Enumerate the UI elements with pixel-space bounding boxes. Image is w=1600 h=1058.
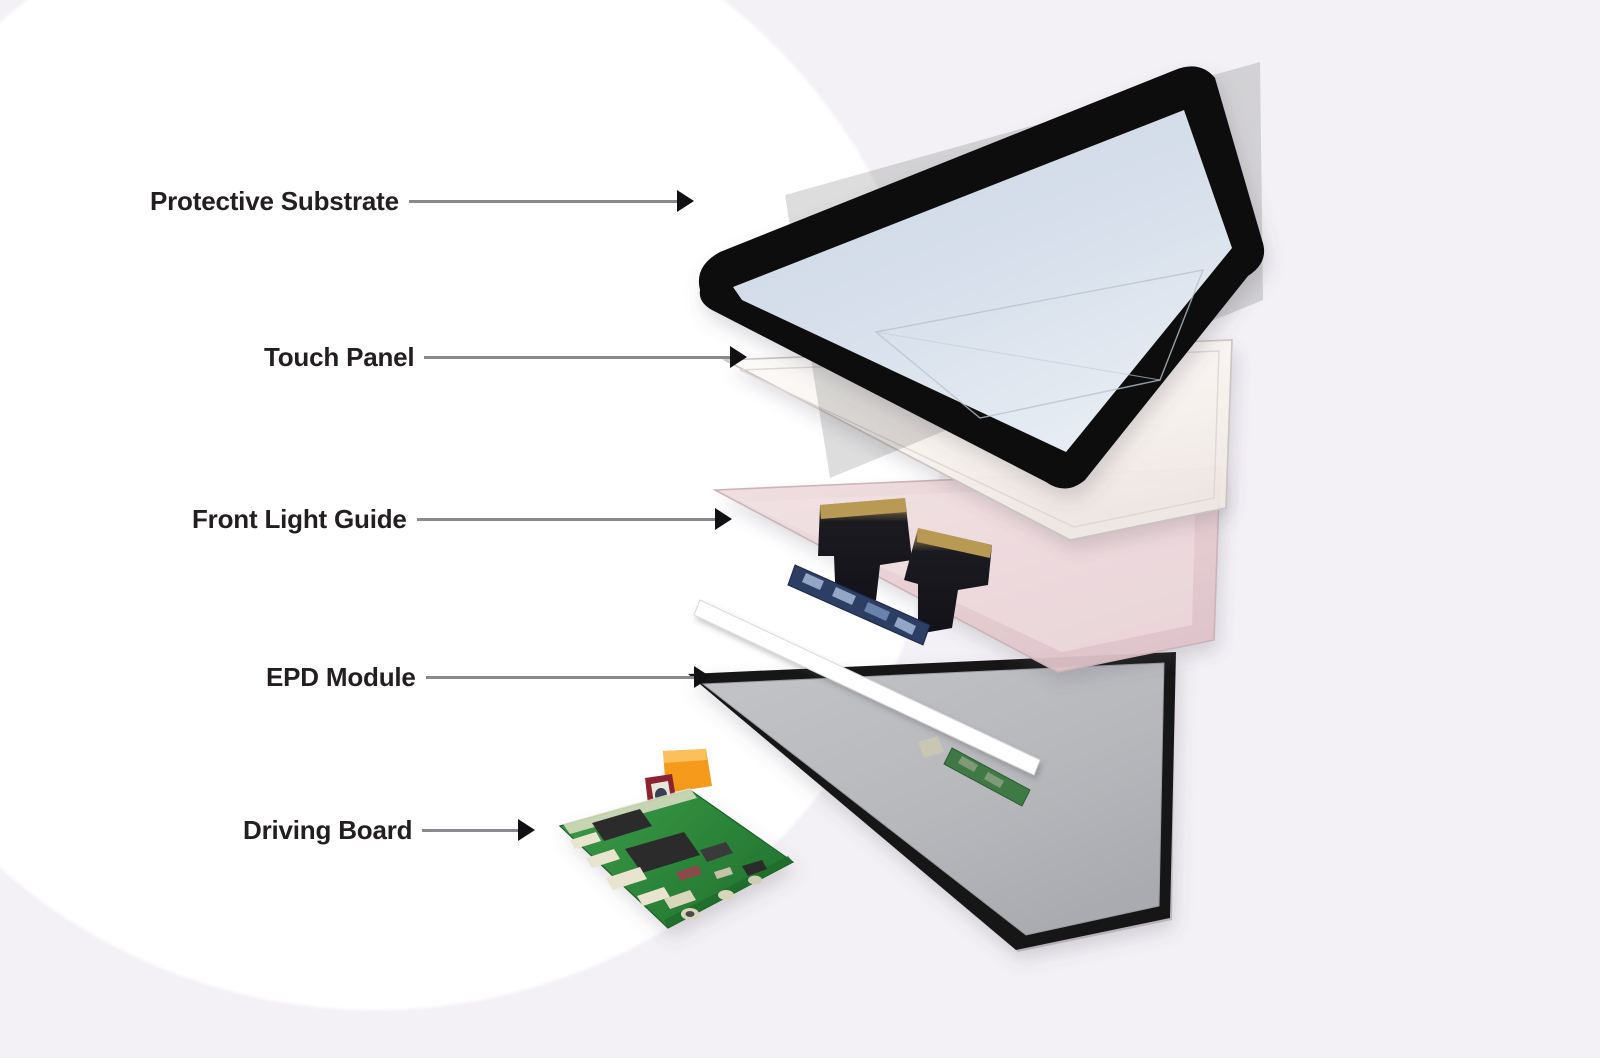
callout-label-protective-substrate: Protective Substrate [150,186,399,216]
callout-label-touch-panel: Touch Panel [264,342,415,372]
callout-label-front-light-guide: Front Light Guide [192,504,407,534]
callout-epd-module: EPD Module [266,660,734,694]
callout-label-driving-board: Driving Board [243,815,413,845]
callout-label-epd-module: EPD Module [266,662,416,692]
callout-driving-board: Driving Board [243,813,558,847]
callout-protective-substrate: Protective Substrate [150,184,735,218]
callout-touch-panel: Touch Panel [264,340,784,374]
leader-line-driving-board [422,828,521,832]
leader-line-touch-panel [424,355,733,359]
epd-source-pcb [918,736,1031,807]
leader-line-epd-module [425,675,696,679]
leader-line-protective-substrate [408,199,679,203]
leader-line-front-light-guide [416,517,717,521]
callout-front-light-guide: Front Light Guide [192,502,780,536]
